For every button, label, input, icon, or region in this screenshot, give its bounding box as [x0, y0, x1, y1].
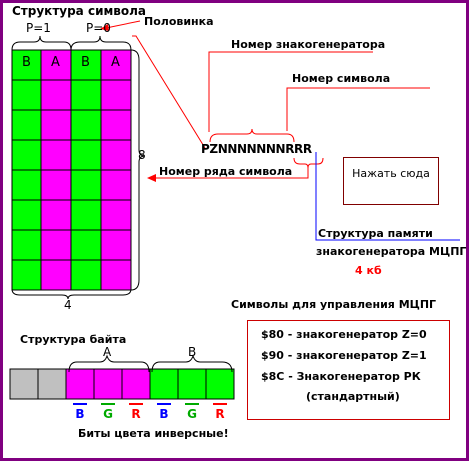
grid-cell	[100, 79, 132, 111]
grid-cell	[100, 109, 132, 141]
grid-cell	[100, 139, 132, 171]
bit-label: G	[103, 407, 113, 421]
grid-cell	[70, 229, 102, 261]
grid-header-letter: B	[22, 55, 31, 70]
grid-cell	[70, 169, 102, 201]
cols-brace	[11, 288, 132, 300]
memory-size: 4 кб	[355, 264, 382, 277]
control-line-80: $80 - знакогенератор Z=0	[261, 328, 427, 341]
grid-cell	[70, 109, 102, 141]
p1-brace	[11, 35, 72, 51]
rows-count-label: 8	[138, 148, 146, 162]
half-label: Половинка	[144, 15, 214, 28]
grid-cell	[11, 109, 43, 141]
grid-cell	[40, 199, 72, 231]
byte-b-brace	[151, 354, 233, 373]
p1-label: P=1	[26, 21, 51, 35]
memory-subtitle: знакогенератора МЦПГ	[316, 245, 467, 258]
grid-cell	[11, 79, 43, 111]
symbol-grid	[11, 49, 132, 291]
byte-bit-cell	[205, 368, 235, 400]
p0-brace	[70, 35, 132, 51]
byte-bit-cell	[37, 368, 67, 400]
grid-cell	[70, 199, 102, 231]
grid-cell	[40, 169, 72, 201]
byte-bit-cell	[177, 368, 207, 400]
click-here-button[interactable]: Нажать сюда	[343, 157, 439, 205]
memory-title: Структура памяти	[318, 227, 433, 240]
grid-header-letter: B	[81, 55, 90, 70]
grid-cell	[11, 229, 43, 261]
cols-count-label: 4	[64, 298, 72, 312]
byte-a-label: A	[103, 345, 112, 359]
bit-label: R	[215, 407, 225, 421]
grid-cell	[11, 259, 43, 291]
row-connector	[155, 168, 309, 179]
grid-header-letter: A	[111, 55, 120, 70]
grid-cell	[11, 169, 43, 201]
grid-cell	[100, 49, 132, 81]
grid-cell	[100, 199, 132, 231]
code-label: PZNNNNNNNRRR	[201, 142, 312, 156]
symbol-connector	[286, 87, 430, 131]
half-arrowhead	[100, 24, 109, 31]
bit-label: R	[131, 407, 141, 421]
grid-cell	[40, 259, 72, 291]
grid-cell	[40, 79, 72, 111]
byte-bit-cell	[149, 368, 179, 400]
control-line-standard: (стандартный)	[306, 390, 400, 403]
grid-cell	[40, 49, 72, 81]
bit-label: B	[159, 407, 169, 421]
control-title: Символы для управления МЦПГ	[231, 298, 437, 311]
half-arrow	[105, 20, 141, 29]
byte-bit-cell	[65, 368, 95, 400]
row-arrowhead	[147, 174, 156, 182]
byte-b-label: B	[188, 345, 197, 359]
symbol-structure-title: Структура символа	[12, 4, 147, 18]
grid-cell	[40, 109, 72, 141]
cg-brace	[209, 128, 295, 143]
byte-a-brace	[68, 354, 150, 373]
grid-cell	[70, 259, 102, 291]
row-number-label: Номер ряда символа	[159, 165, 293, 178]
grid-cell	[11, 139, 43, 171]
byte-bit-cell	[9, 368, 39, 400]
control-line-90: $90 - знакогенератор Z=1	[261, 349, 427, 362]
grid-cell	[100, 229, 132, 261]
memory-connector	[315, 152, 460, 241]
byte-bit-cell	[121, 368, 151, 400]
grid-cell	[100, 169, 132, 201]
control-symbols-box: $80 - знакогенератор Z=0 $90 - знакогене…	[247, 320, 450, 420]
click-here-label: Нажать сюда	[352, 167, 430, 180]
grid-cell	[100, 259, 132, 291]
byte-structure-title: Структура байта	[20, 333, 127, 346]
grid-header-letter: A	[51, 55, 60, 70]
control-line-8c: $8C - Знакогенератор РК	[261, 370, 421, 383]
grid-cell	[11, 199, 43, 231]
grid-cell	[70, 139, 102, 171]
rows-brace	[130, 49, 146, 291]
p0-label: P=0	[86, 21, 111, 35]
grid-cell	[40, 139, 72, 171]
grid-cell	[40, 229, 72, 261]
cg-connector	[208, 51, 373, 132]
bit-label: B	[75, 407, 85, 421]
bits-note: Биты цвета инверсные!	[78, 427, 229, 440]
row-brace	[293, 157, 324, 169]
byte-bit-cell	[93, 368, 123, 400]
byte-structure	[9, 368, 235, 405]
bit-label: G	[187, 407, 197, 421]
symbol-number-label: Номер символа	[292, 72, 391, 85]
grid-cell	[70, 79, 102, 111]
cg-number-label: Номер знакогенератора	[231, 38, 386, 51]
p-connector	[132, 35, 206, 149]
